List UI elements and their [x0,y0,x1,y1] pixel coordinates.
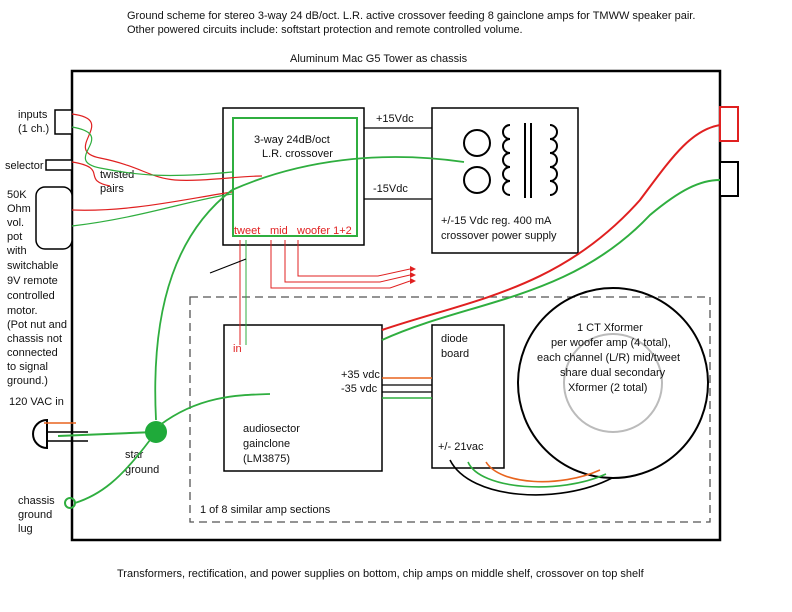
svg-text:chassis not: chassis not [7,333,62,345]
chassis-lug-label-2: ground [18,509,52,521]
crossover-ground-ring [232,117,358,237]
chip-label-1: audiosector [243,423,300,435]
svg-text:50K: 50K [7,189,27,201]
diode-board-box [431,324,505,469]
tweet-label: tweet [234,225,260,237]
selector-switch-icon [45,159,73,171]
amp-plus-v-label: +35 vdc [341,369,380,381]
svg-text:share dual secondary: share dual secondary [560,367,666,379]
mid-label: mid [270,225,288,237]
volume-pot-icon [35,186,73,250]
regulator-icon [463,166,491,194]
inputs-label-1: inputs [18,109,48,121]
svg-text:1 CT Xformer: 1 CT Xformer [577,322,643,334]
crossover-title-1: 3-way 24dB/oct [254,134,330,146]
svg-text:per woofer amp (4 total),: per woofer amp (4 total), [551,337,671,349]
diode-board-label-1: diode [441,333,468,345]
svg-text:each channel (L/R) mid/tweet: each channel (L/R) mid/tweet [537,352,680,364]
chip-label-2: gainclone [243,438,290,450]
xformer-description: 1 CT Xformer per woofer amp (4 total), e… [537,322,680,394]
psu-label-1: +/-15 Vdc reg. 400 mA [441,215,552,227]
psu-plus-label: +15Vdc [376,113,414,125]
svg-text:switchable: switchable [7,260,58,272]
amp-section-boundary [189,296,711,523]
psu-label-2: crossover power supply [441,230,557,242]
transformer-symbol-icon [502,123,558,198]
crossover-title-2: L.R. crossover [262,148,333,160]
svg-text:9V remote: 9V remote [7,275,58,287]
chassis-lug-icon [64,497,76,509]
amp-section-caption: 1 of 8 similar amp sections [200,504,331,516]
speaker-terminal-red [719,106,739,142]
chassis-outline [70,69,722,542]
footer-note: Transformers, rectification, and power s… [117,568,645,580]
svg-text:to signal: to signal [7,361,48,373]
header-line-1: Ground scheme for stereo 3-way 24 dB/oct… [127,10,695,22]
diode-board-ac-label: +/- 21vac [438,441,484,453]
svg-text:ground.): ground.) [7,375,48,387]
svg-text:pot: pot [7,231,22,243]
chassis-lug-label-1: chassis [18,495,55,507]
selector-label: selector [5,160,44,172]
diode-board-label-2: board [441,348,469,360]
speaker-terminal-black [719,161,739,197]
amp-minus-v-label: -35 vdc [341,383,378,395]
svg-text:Ohm: Ohm [7,203,31,215]
svg-text:vol.: vol. [7,217,24,229]
pot-description: 50K Ohm vol. pot with switchable 9V remo… [6,189,67,387]
regulator-icon [463,129,491,157]
svg-text:controlled: controlled [7,290,55,302]
chassis-lug-label-3: lug [18,523,33,535]
amp-in-label: in [233,343,242,355]
ac-in-label: 120 VAC in [9,396,64,408]
svg-text:Xformer (2 total): Xformer (2 total) [568,382,647,394]
ac-inlet-icon [32,418,48,450]
input-jack-icon [54,109,73,135]
toroid-transformer-icon [517,287,709,479]
toroid-core-icon [563,333,663,433]
psu-minus-label: -15Vdc [373,183,408,195]
svg-text:motor.: motor. [7,305,38,317]
header-line-2: Other powered circuits include: softstar… [127,24,523,36]
star-ground-label-1: star [125,449,144,461]
twisted-label-2: pairs [100,183,124,195]
chassis-title: Aluminum Mac G5 Tower as chassis [290,53,468,65]
inputs-label-2: (1 ch.) [18,123,49,135]
star-ground-label-2: ground [125,464,159,476]
woofer-label: woofer 1+2 [296,225,352,237]
svg-text:(Pot nut and: (Pot nut and [7,319,67,331]
star-ground-node [145,421,167,443]
crossover-psu-box [431,107,579,254]
chip-label-3: (LM3875) [243,453,290,465]
crossover-box [222,107,365,246]
output-arrows [410,266,416,284]
svg-text:connected: connected [7,347,58,359]
svg-text:with: with [6,245,27,257]
